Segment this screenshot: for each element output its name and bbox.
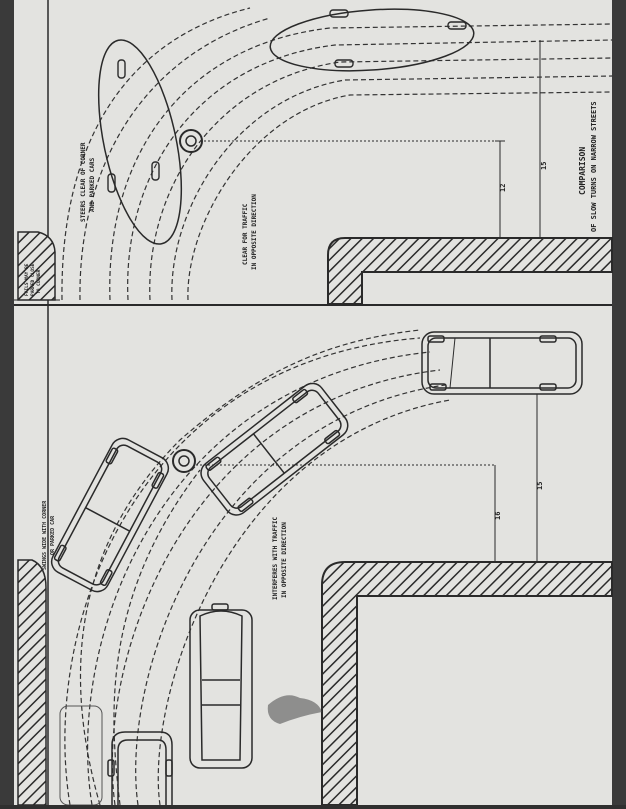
top-left-ellipse bbox=[97, 39, 183, 245]
car-swinging bbox=[50, 437, 170, 593]
bottom-dim-outer: 15 bbox=[536, 482, 544, 490]
top-steers-label-line2: AND PARKED CARS bbox=[89, 157, 96, 212]
top-right-ellipse bbox=[269, 8, 475, 72]
right-shadow-strip bbox=[612, 0, 626, 805]
parked-car-vertical bbox=[189, 603, 253, 769]
car-diagonal bbox=[200, 382, 349, 516]
top-steers-label-line1: STEERS CLEAR OF CORNER bbox=[80, 142, 87, 222]
partial-car-bottom bbox=[107, 731, 173, 805]
top-title-line1: COMPARISON bbox=[578, 147, 587, 195]
bottom-swings-label-line2: OR PARKED CAR bbox=[50, 515, 56, 555]
top-dim-inner: 12 bbox=[499, 184, 507, 192]
top-fails-label-line1: FAILS MAY BE bbox=[24, 263, 30, 296]
bottom-left-curb bbox=[17, 559, 47, 806]
top-panel: 12 15 COMPARISON OF SLOW TURNS ON NARROW… bbox=[17, 7, 613, 305]
left-binding-strip bbox=[0, 0, 14, 805]
bottom-curb-corner bbox=[321, 561, 613, 806]
bottom-dim-inner: 16 bbox=[494, 512, 502, 520]
top-fails-label-line3: TO CORNER bbox=[36, 269, 42, 294]
top-dimension-lines bbox=[200, 40, 545, 239]
top-dim-outer: 15 bbox=[540, 162, 548, 170]
paper-blemish bbox=[267, 695, 322, 724]
top-title-line2: OF SLOW TURNS ON NARROW STREETS bbox=[590, 101, 598, 232]
top-clear-label-line2: IN OPPOSITE DIRECTION bbox=[251, 194, 258, 270]
bottom-dimension-lines bbox=[196, 394, 542, 563]
bottom-interferes-label-line1: INTERFERES WITH TRAFFIC bbox=[272, 517, 279, 600]
bottom-swings-label-line1: SWINGS WIDE WITH CORNER bbox=[42, 500, 48, 570]
bottom-panel: 16 15 INTERFERES WITH TRAFFIC IN OPPOSIT… bbox=[17, 329, 613, 806]
top-wheels bbox=[107, 9, 467, 193]
bottom-interferes-label-line2: IN OPPOSITE DIRECTION bbox=[281, 522, 288, 598]
top-clear-label-line1: CLEAR FOR TRAFFIC bbox=[242, 203, 249, 265]
top-curb-corner bbox=[327, 237, 613, 305]
bottom-signal-post-icon bbox=[172, 449, 196, 473]
top-fails-label-line2: PARKED CLOSE bbox=[30, 263, 36, 296]
car-straight bbox=[421, 331, 583, 395]
paper-sheet bbox=[8, 0, 618, 805]
top-left-curb-block bbox=[17, 231, 56, 301]
